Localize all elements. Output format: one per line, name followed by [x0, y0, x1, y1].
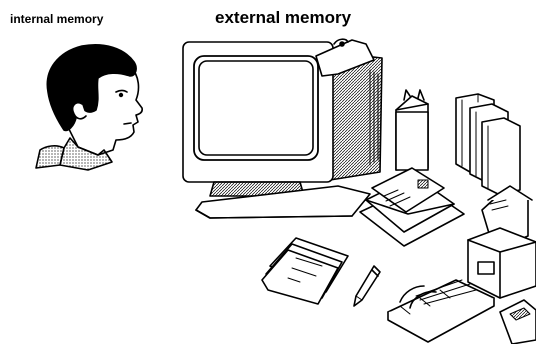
card-file-box-icon [468, 186, 536, 298]
head-profile-icon [36, 45, 142, 170]
calculator-icon [500, 300, 536, 344]
rolodex-icon [388, 280, 494, 342]
notepad-icon [262, 238, 348, 304]
booklet-icon [396, 90, 428, 170]
pencil-icon [354, 266, 380, 306]
book-stack-icon [456, 94, 520, 194]
envelopes-icon [360, 168, 464, 246]
